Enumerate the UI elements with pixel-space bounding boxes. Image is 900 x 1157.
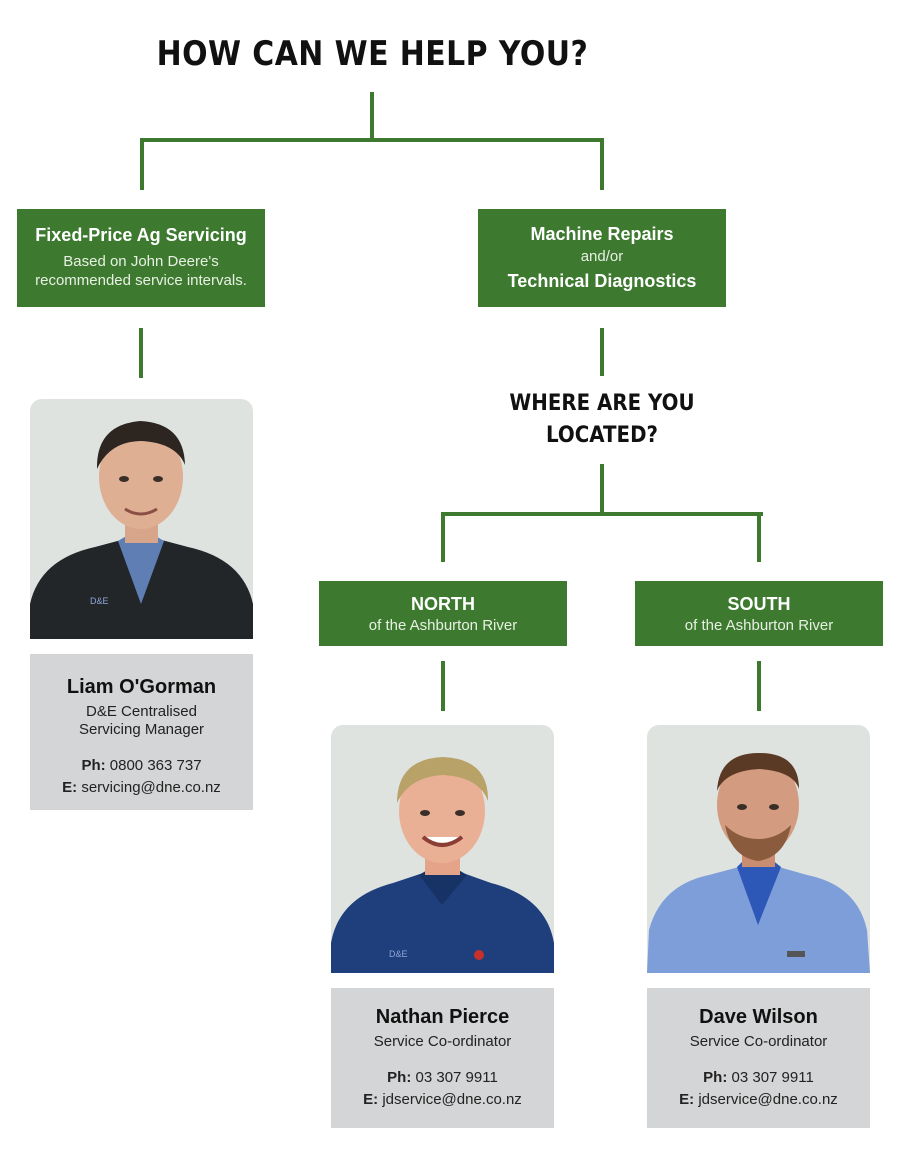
location-question: WHERE ARE YOU LOCATED?: [492, 388, 712, 452]
person-silhouette-icon: D&E: [331, 757, 554, 973]
liam-contact-card: Liam O'Gorman D&E Centralised Servicing …: [30, 654, 253, 810]
connector-left-drop: [140, 138, 144, 190]
connector-question-stem: [600, 464, 604, 514]
location-question-line2: LOCATED?: [545, 423, 659, 448]
liam-role-line2: Servicing Manager: [78, 721, 205, 738]
dave-name: Dave Wilson: [699, 1006, 818, 1028]
dave-email-label: E:: [679, 1091, 695, 1108]
svg-text:D&E: D&E: [90, 596, 109, 606]
connector-north-to-nathan: [441, 661, 445, 711]
dave-photo: [647, 725, 870, 973]
machine-repairs-connector: and/or: [580, 248, 624, 265]
nathan-email[interactable]: jdservice@dne.co.nz: [382, 1091, 522, 1108]
liam-role-line1: D&E Centralised: [86, 703, 197, 720]
person-silhouette-icon: [647, 753, 870, 973]
connector-right-to-question: [600, 328, 604, 376]
south-heading: SOUTH: [727, 594, 791, 614]
connector-top-horizontal: [140, 138, 604, 142]
machine-repairs-heading: Machine Repairs: [530, 224, 674, 244]
connector-right-drop: [600, 138, 604, 190]
nathan-contact-card: Nathan Pierce Service Co-ordinator Ph: 0…: [331, 988, 554, 1128]
south-box: SOUTH of the Ashburton River: [635, 581, 883, 646]
dave-phone-label: Ph:: [703, 1069, 728, 1086]
liam-phone: 0800 363 737: [109, 757, 202, 774]
liam-phone-row: Ph: 0800 363 737: [30, 755, 253, 777]
dave-role: Service Co-ordinator: [689, 1033, 828, 1050]
connector-south-drop: [757, 512, 761, 562]
technical-diagnostics-heading: Technical Diagnostics: [507, 271, 697, 291]
liam-photo: D&E: [30, 399, 253, 639]
nathan-name: Nathan Pierce: [375, 1006, 510, 1028]
dave-phone-row: Ph: 03 307 9911: [647, 1067, 870, 1089]
svg-text:D&E: D&E: [389, 949, 408, 959]
liam-email-label: E:: [62, 779, 78, 796]
dave-contact-card: Dave Wilson Service Co-ordinator Ph: 03 …: [647, 988, 870, 1128]
nathan-photo: D&E: [331, 725, 554, 973]
south-subtitle: of the Ashburton River: [684, 617, 834, 634]
fixed-price-line1: Based on John Deere's: [63, 253, 219, 270]
connector-left-to-liam: [139, 328, 143, 378]
north-heading: NORTH: [411, 594, 475, 614]
connector-south-to-dave: [757, 661, 761, 711]
fixed-price-line2: recommended service intervals.: [35, 272, 247, 289]
fixed-price-heading: Fixed-Price Ag Servicing: [35, 225, 247, 245]
connector-location-horizontal: [441, 512, 763, 516]
nathan-role: Service Co-ordinator: [373, 1033, 512, 1050]
dave-email[interactable]: jdservice@dne.co.nz: [698, 1091, 838, 1108]
nathan-email-label: E:: [363, 1091, 379, 1108]
nathan-email-row: E: jdservice@dne.co.nz: [331, 1089, 554, 1111]
location-question-line1: WHERE ARE YOU: [509, 391, 695, 416]
liam-name: Liam O'Gorman: [66, 676, 217, 698]
north-box: NORTH of the Ashburton River: [319, 581, 567, 646]
connector-title-stem: [370, 92, 374, 140]
north-subtitle: of the Ashburton River: [368, 617, 518, 634]
liam-email-row: E: servicing@dne.co.nz: [30, 777, 253, 799]
connector-north-drop: [441, 512, 445, 562]
nathan-phone-row: Ph: 03 307 9911: [331, 1067, 554, 1089]
person-silhouette-icon: D&E: [30, 421, 253, 639]
machine-repairs-box: Machine Repairs and/or Technical Diagnos…: [478, 209, 726, 307]
liam-phone-label: Ph:: [81, 757, 106, 774]
nathan-phone: 03 307 9911: [415, 1069, 498, 1086]
nathan-phone-label: Ph:: [387, 1069, 412, 1086]
liam-email[interactable]: servicing@dne.co.nz: [81, 779, 221, 796]
dave-phone: 03 307 9911: [731, 1069, 814, 1086]
page-title: HOW CAN WE HELP YOU?: [156, 34, 589, 74]
fixed-price-servicing-box: Fixed-Price Ag Servicing Based on John D…: [17, 209, 265, 307]
dave-email-row: E: jdservice@dne.co.nz: [647, 1089, 870, 1111]
